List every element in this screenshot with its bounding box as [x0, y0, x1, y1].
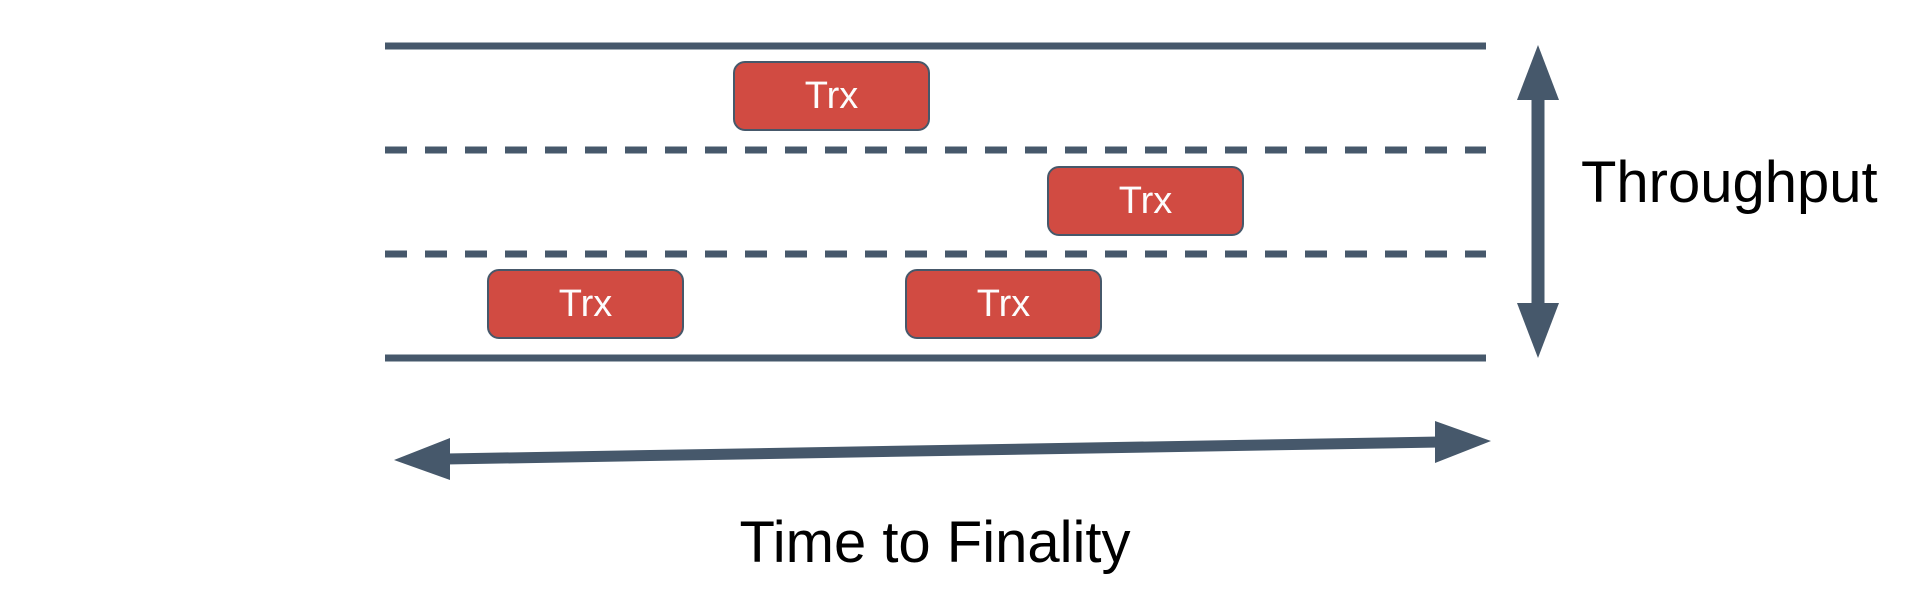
trx-box-label: Trx: [976, 283, 1031, 325]
time-to-finality-arrow: [394, 421, 1491, 480]
time-arrow-shaft: [445, 436, 1441, 465]
throughput-label: Throughput: [1581, 150, 1878, 215]
trx-box-lane3-right: Trx: [905, 269, 1102, 339]
trx-box-label: Trx: [804, 75, 859, 117]
trx-box-label: Trx: [1118, 180, 1173, 222]
trx-box-label: Trx: [558, 283, 613, 325]
trx-box-lane3-left: Trx: [487, 269, 684, 339]
trx-box-lane2: Trx: [1047, 166, 1244, 236]
arrowhead-up-icon: [1517, 45, 1559, 100]
throughput-arrow: [1517, 45, 1559, 358]
arrowhead-right-icon: [1435, 421, 1491, 463]
time-to-finality-label: Time to Finality: [739, 510, 1131, 575]
arrowhead-down-icon: [1517, 303, 1559, 358]
arrowhead-left-icon: [394, 438, 450, 480]
trx-box-lane1: Trx: [733, 61, 930, 131]
